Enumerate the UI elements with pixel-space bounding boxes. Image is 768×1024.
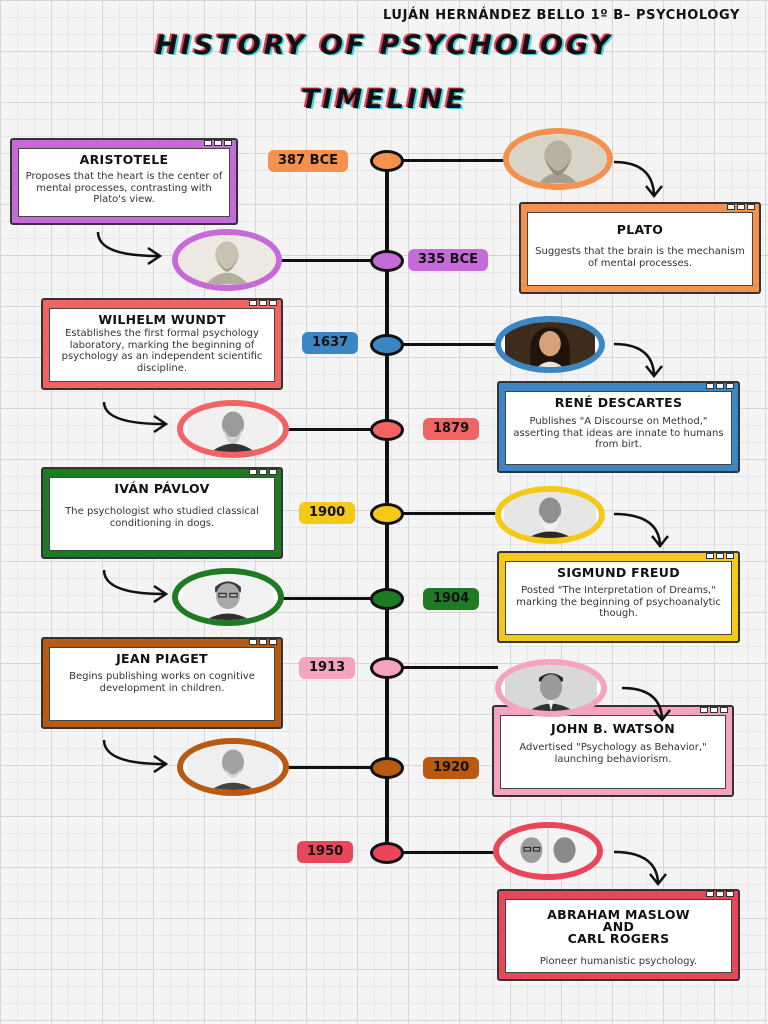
maslow-rogers-card: ABRAHAM MASLOW AND CARL ROGERS Pioneer h… xyxy=(497,889,740,981)
card-title: PLATO xyxy=(616,222,664,237)
window-controls xyxy=(249,300,277,306)
window-controls xyxy=(249,469,277,475)
descartes-portrait-icon xyxy=(495,316,605,373)
year-label: 1879 xyxy=(423,418,480,440)
wundt-portrait-icon xyxy=(177,400,289,458)
freud-card: SIGMUND FREUD Posted "The Interpretation… xyxy=(497,551,740,643)
plato-portrait-icon xyxy=(503,128,613,190)
timeline-node xyxy=(370,419,404,441)
arrow-icon xyxy=(613,850,667,887)
card-description: Pioneer humanistic psychology. xyxy=(539,956,698,967)
maslow-rogers-portrait-icon xyxy=(493,822,603,880)
card-title: ABRAHAM MASLOW xyxy=(547,907,690,922)
timeline-node xyxy=(370,334,404,356)
window-controls xyxy=(204,140,232,146)
card-description: Establishes the first formal psychology … xyxy=(61,328,263,374)
year-label: 335 BCE xyxy=(408,249,488,271)
connector-line xyxy=(277,766,385,769)
card-title: WILHELM WUNDT xyxy=(98,312,226,327)
connector-line xyxy=(390,159,510,162)
card-description: The psychologist who studied classical c… xyxy=(65,506,259,529)
card-description: Begins publishing works on cognitive dev… xyxy=(69,671,255,694)
card-description: Publishes "A Discourse on Method," asser… xyxy=(513,416,724,450)
timeline-node xyxy=(370,503,404,525)
card-description: Advertised "Psychology as Behavior," lau… xyxy=(519,742,707,765)
window-controls xyxy=(706,553,734,559)
timeline-node xyxy=(370,250,404,272)
window-controls xyxy=(706,383,734,389)
arrow-icon xyxy=(613,512,669,549)
arrow-icon xyxy=(613,342,663,379)
year-label: 1904 xyxy=(423,588,480,610)
year-label: 1950 xyxy=(297,841,354,863)
arrow-icon xyxy=(613,160,663,199)
card-title: AND xyxy=(602,919,635,934)
card-title: RENÉ DESCARTES xyxy=(554,395,683,410)
aristotle-portrait-icon xyxy=(172,229,282,291)
year-label: 1920 xyxy=(423,757,480,779)
connector-line xyxy=(390,666,498,669)
pavlov-card: IVÁN PÁVLOV The psychologist who studied… xyxy=(41,467,283,559)
connector-line xyxy=(270,259,385,262)
piaget-portrait-icon xyxy=(177,738,289,796)
year-label: 1913 xyxy=(299,657,356,679)
card-description: Suggests that the brain is the mechanism… xyxy=(535,246,745,269)
window-controls xyxy=(706,891,734,897)
arrow-icon xyxy=(102,569,169,604)
plato-card: PLATO Suggests that the brain is the mec… xyxy=(519,202,761,294)
connector-line xyxy=(272,597,385,600)
card-description: Proposes that the heart is the center of… xyxy=(25,171,223,205)
timeline-node xyxy=(370,588,404,610)
wundt-card: WILHELM WUNDT Establishes the first form… xyxy=(41,298,283,390)
connector-line xyxy=(390,512,498,515)
piaget-card: JEAN PIAGET Begins publishing works on c… xyxy=(41,637,283,729)
timeline-node xyxy=(370,657,404,679)
window-controls xyxy=(249,639,277,645)
pavlov-portrait-icon xyxy=(495,486,605,544)
author-credit: LUJÁN HERNÁNDEZ BELLO 1º B– PSYCHOLOGY xyxy=(383,8,740,23)
year-label: 387 BCE xyxy=(268,150,348,172)
card-title: IVÁN PÁVLOV xyxy=(114,481,210,496)
descartes-card: RENÉ DESCARTES Publishes "A Discourse on… xyxy=(497,381,740,473)
window-controls xyxy=(727,204,755,210)
timeline-node xyxy=(370,757,404,779)
timeline-node xyxy=(370,150,404,172)
card-title: SIGMUND FREUD xyxy=(557,565,680,580)
card-title: JOHN B. WATSON xyxy=(551,721,675,736)
year-label: 1900 xyxy=(299,502,356,524)
card-title: ARISTOTELE xyxy=(79,152,169,167)
year-label: 1637 xyxy=(302,332,359,354)
aristotle-card: ARISTOTELE Proposes that the heart is th… xyxy=(10,138,238,225)
connector-line xyxy=(390,343,498,346)
arrow-icon xyxy=(102,401,169,434)
card-title: JEAN PIAGET xyxy=(116,651,208,666)
arrow-icon xyxy=(621,686,671,723)
connector-line xyxy=(285,428,385,431)
window-controls xyxy=(700,707,728,713)
watson-card: JOHN B. WATSON Advertised "Psychology as… xyxy=(492,705,734,797)
card-description: Posted "The Interpretation of Dreams," m… xyxy=(516,585,721,619)
arrow-icon xyxy=(102,739,169,774)
page-title: HISTORY OF PSYCHOLOGY xyxy=(155,30,613,61)
watson-portrait-icon xyxy=(495,659,607,717)
page-subtitle: TIMELINE xyxy=(300,84,468,115)
connector-line xyxy=(390,851,495,854)
card-title: CARL ROGERS xyxy=(567,931,670,946)
freud-portrait-icon xyxy=(172,568,284,626)
arrow-icon xyxy=(96,231,163,266)
timeline-node xyxy=(370,842,404,864)
